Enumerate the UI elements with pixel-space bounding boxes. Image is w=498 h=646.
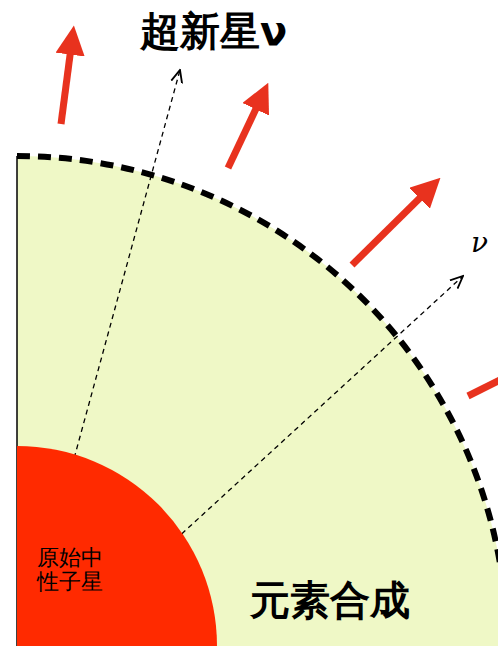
neutrino-path (175, 276, 463, 540)
neutrino-flux-arrow (61, 40, 72, 124)
nucleosynthesis-region: 元素合成 原始中 性子星 (17, 156, 498, 646)
neutrino-symbol: ν (471, 226, 488, 259)
neutrino-flux-arrow (228, 96, 262, 168)
proto-neutron-star: 原始中 性子星 (17, 446, 217, 646)
star-label: 原始中 性子星 (37, 546, 109, 594)
neutrino-flux-arrow (352, 188, 430, 265)
neutrino-path (60, 70, 180, 510)
supernova-neutrino-label: 超新星ν (140, 4, 287, 59)
neutrino-flux-arrow (468, 380, 498, 396)
region-label: 元素合成 (250, 578, 410, 622)
star-fill (17, 446, 217, 646)
